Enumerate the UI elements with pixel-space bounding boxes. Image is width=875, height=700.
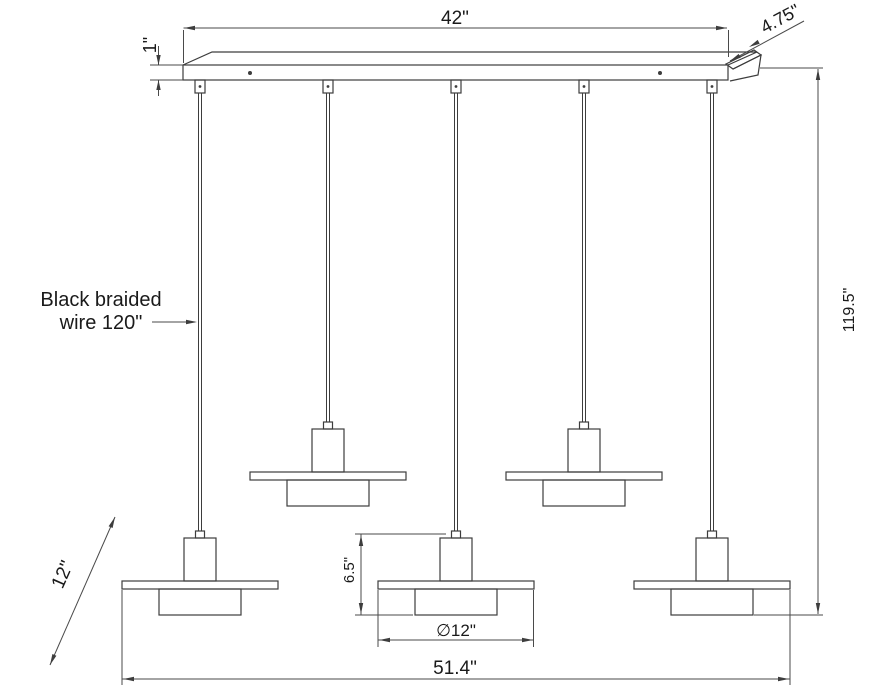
dim-shade-diameter: ∅12" xyxy=(377,590,534,647)
dim-shade-diagonal: 12" xyxy=(48,516,116,666)
pendant-1 xyxy=(121,530,279,616)
canopy-end-cap-face xyxy=(729,53,762,82)
wire-note: Black braided wire 120" xyxy=(40,289,197,334)
dim-overall-drop: 119.5" xyxy=(754,67,858,616)
canopy-screw-right xyxy=(658,71,662,75)
dim-canopy-length: 42" xyxy=(183,8,729,63)
wire-note-line1: Black braided xyxy=(40,289,161,311)
wire-note-line2: wire 120" xyxy=(59,312,143,334)
pendant-4 xyxy=(505,421,663,507)
canopy-front-face xyxy=(182,64,729,81)
dim-shade-height-label: 6.5" xyxy=(341,557,358,583)
canopy xyxy=(182,49,763,82)
dim-shade-diagonal-label: 12" xyxy=(48,558,79,592)
pendant-5 xyxy=(633,530,791,616)
dim-overall-length-label: 51.4" xyxy=(433,658,477,679)
suspension-wires xyxy=(198,93,714,531)
wire-mounts xyxy=(194,79,718,94)
pendant-2 xyxy=(249,421,407,507)
wire-mount xyxy=(194,79,206,94)
dim-overall-drop-label: 119.5" xyxy=(841,288,858,333)
pendant-3 xyxy=(377,530,535,616)
wire-mount xyxy=(450,79,462,94)
dim-canopy-thickness-label: 1" xyxy=(140,37,160,53)
dim-canopy-depth-label: 4.75" xyxy=(757,0,803,37)
canopy-top-face xyxy=(182,51,758,66)
dim-shade-height: 6.5" xyxy=(341,533,446,616)
dim-shade-diameter-label: ∅12" xyxy=(436,621,476,640)
canopy-screw-left xyxy=(248,71,252,75)
wire-mount xyxy=(322,79,334,94)
dim-overall-length: 51.4" xyxy=(121,590,791,685)
dim-canopy-length-label: 42" xyxy=(441,8,469,29)
dim-canopy-thickness: 1" xyxy=(140,37,183,96)
wire-mount xyxy=(706,79,718,94)
wire-mount xyxy=(578,79,590,94)
